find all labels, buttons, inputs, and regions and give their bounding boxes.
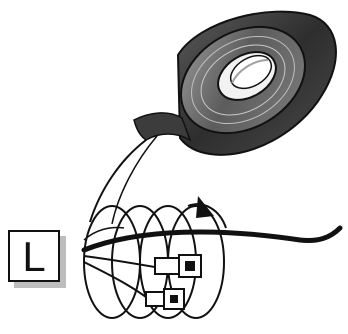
- step-label: L: [22, 236, 45, 278]
- wrap-direction-arrow-icon: [188, 196, 226, 228]
- step-label-box: L: [8, 230, 60, 282]
- cable: [84, 228, 340, 300]
- connector-icon: [146, 255, 201, 309]
